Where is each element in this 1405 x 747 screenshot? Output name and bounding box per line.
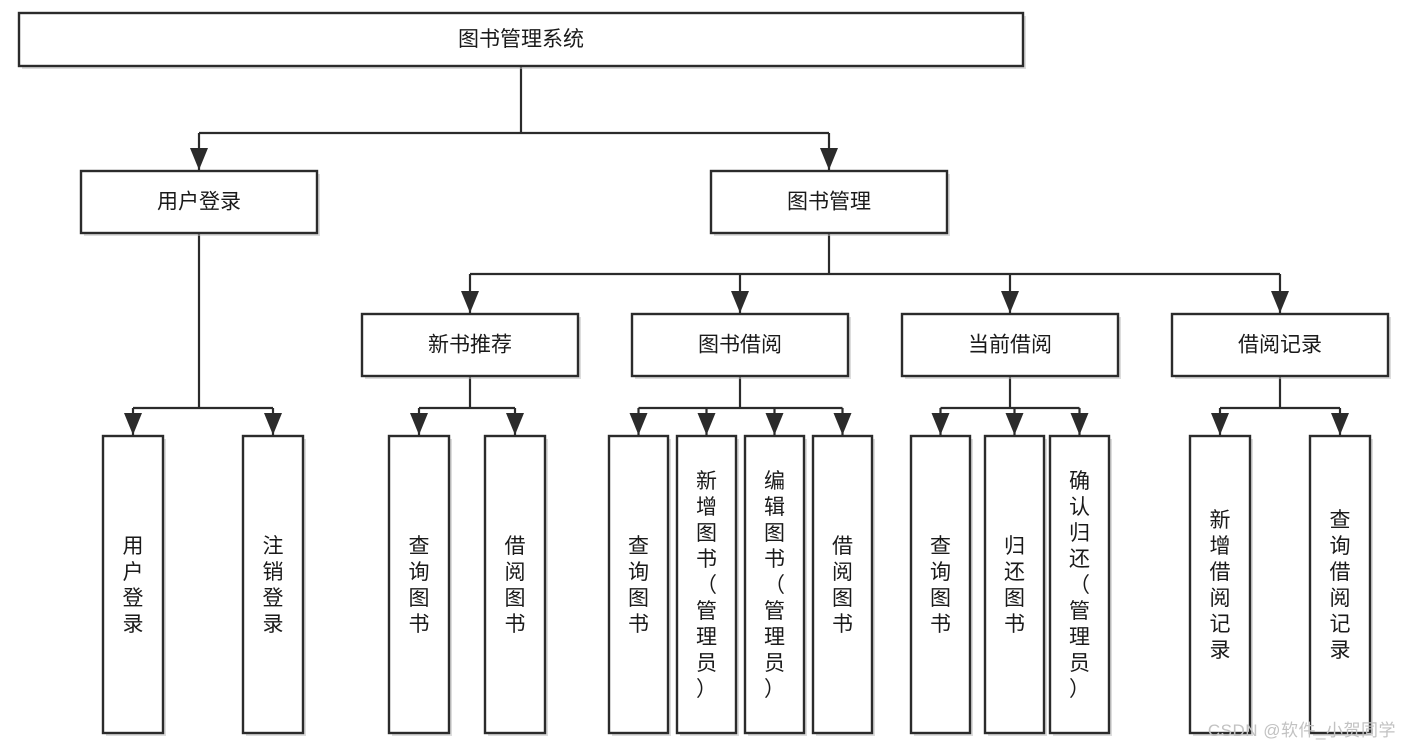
node-label: 归还图书 [1004,535,1025,636]
node-box[interactable] [1188,434,1252,735]
node-leaf-edit-book[interactable]: 编辑图书（管理员） [743,434,807,736]
node-box[interactable] [900,312,1120,378]
node-box[interactable] [1170,312,1390,378]
node-borrow-record[interactable]: 借阅记录 [1170,312,1391,379]
node-leaf-add-record[interactable]: 新增借阅记录 [1188,434,1253,736]
node-box[interactable] [983,434,1046,735]
node-label: 当前借阅 [968,334,1052,357]
node-leaf-borrow-book-1[interactable]: 借阅图书 [483,434,548,736]
node-box[interactable] [483,434,547,735]
node-leaf-query-book-1[interactable]: 查询图书 [387,434,452,736]
node-label: 查询图书 [628,535,649,636]
node-label: 用户登录 [157,191,241,214]
node-leaf-confirm-return[interactable]: 确认归还（管理员） [1048,434,1112,736]
node-root[interactable]: 图书管理系统 [17,11,1026,69]
node-leaf-query-book-2[interactable]: 查询图书 [607,434,671,736]
node-label: 确认归还（管理员） [1069,470,1090,701]
node-box[interactable] [360,312,580,378]
node-label: 新增图书（管理员） [696,470,717,701]
node-label: 借阅图书 [505,535,526,636]
node-box[interactable] [709,169,949,235]
node-box[interactable] [101,434,165,735]
node-leaf-user-logout[interactable]: 注销登录 [241,434,306,736]
node-box[interactable] [17,11,1025,68]
node-box[interactable] [1048,434,1111,735]
node-leaf-user-login[interactable]: 用户登录 [101,434,166,736]
watermark-text: CSDN @软件_小贺同学 [1207,721,1396,740]
node-box[interactable] [387,434,451,735]
node-label: 查询图书 [930,535,951,636]
node-label: 新增借阅记录 [1210,509,1231,662]
node-label: 新书推荐 [428,334,512,357]
connector-layer [124,66,1349,435]
node-book-manage[interactable]: 图书管理 [709,169,950,236]
node-new-book-recommend[interactable]: 新书推荐 [360,312,581,379]
node-leaf-return-book[interactable]: 归还图书 [983,434,1047,736]
node-box[interactable] [909,434,972,735]
node-leaf-query-record[interactable]: 查询借阅记录 [1308,434,1373,736]
node-label: 查询图书 [409,535,430,636]
node-current-borrow[interactable]: 当前借阅 [900,312,1121,379]
node-label: 图书管理 [787,191,871,214]
node-label: 借阅图书 [832,535,853,636]
node-box[interactable] [79,169,319,235]
node-label: 图书借阅 [698,334,782,357]
node-box[interactable] [607,434,670,735]
node-leaf-borrow-book-2[interactable]: 借阅图书 [811,434,875,736]
node-box[interactable] [811,434,874,735]
node-leaf-query-book-3[interactable]: 查询图书 [909,434,973,736]
node-label: 查询借阅记录 [1330,509,1351,662]
node-book-borrow[interactable]: 图书借阅 [630,312,851,379]
node-user-login[interactable]: 用户登录 [79,169,320,236]
node-label: 图书管理系统 [458,28,584,51]
node-label: 借阅记录 [1238,334,1322,357]
node-label: 注销登录 [263,535,284,636]
node-box[interactable] [743,434,806,735]
node-label: 编辑图书（管理员） [764,470,785,701]
node-box[interactable] [241,434,305,735]
node-box[interactable] [1308,434,1372,735]
node-label: 用户登录 [123,535,144,636]
node-layer: 图书管理系统用户登录图书管理新书推荐图书借阅当前借阅借阅记录用户登录注销登录查询… [17,11,1391,736]
node-box[interactable] [630,312,850,378]
node-box[interactable] [675,434,738,735]
node-leaf-add-book[interactable]: 新增图书（管理员） [675,434,739,736]
